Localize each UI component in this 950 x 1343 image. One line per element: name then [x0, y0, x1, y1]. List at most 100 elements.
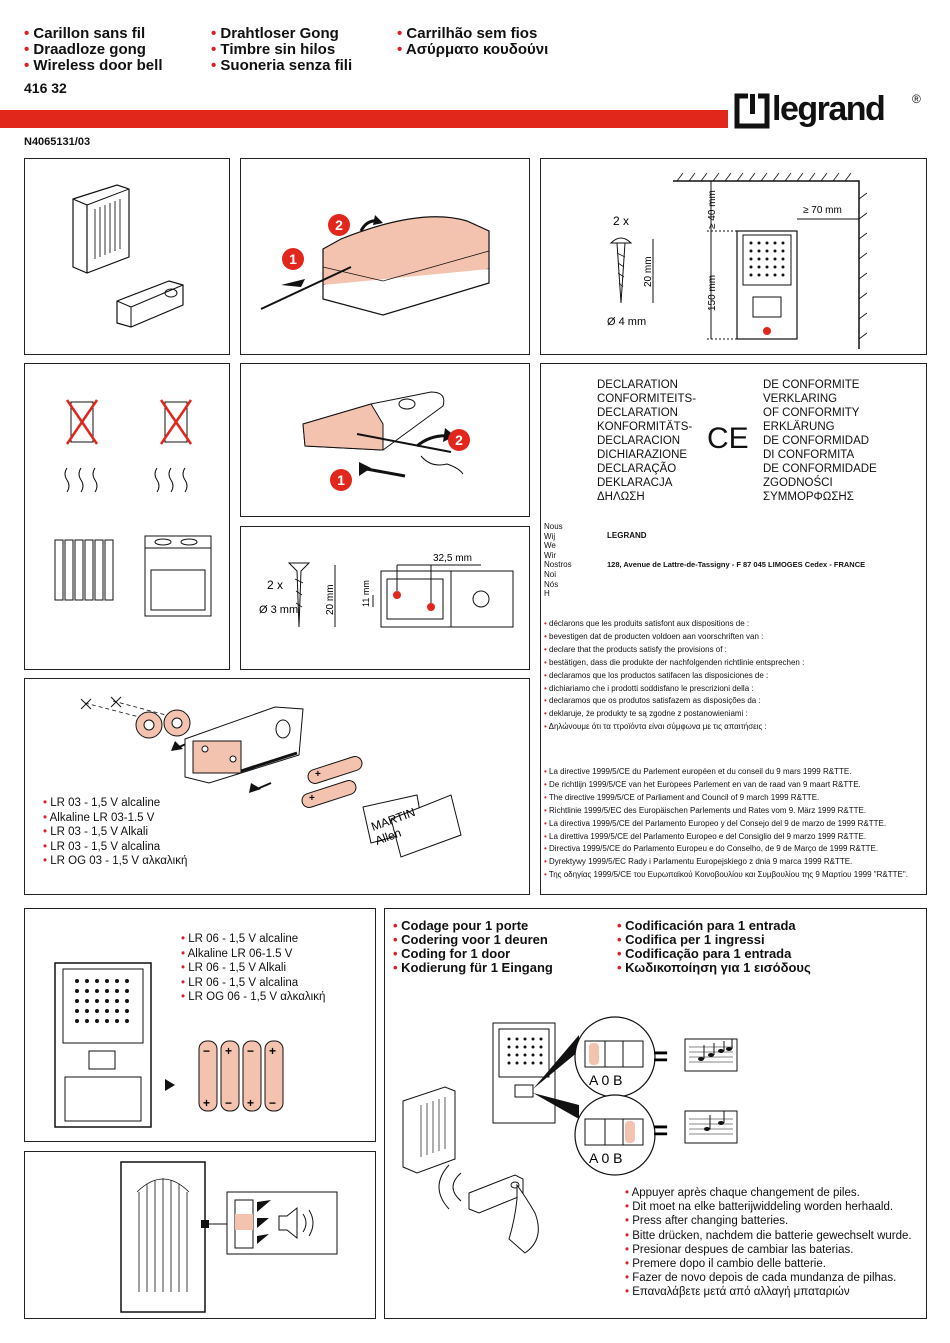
decl-l7: DEKLARACJA — [597, 477, 673, 489]
forbidden-x-icon — [65, 399, 193, 445]
directive-line: Dyrektywy 1999/5/EC Rady i Parlamentu Eu… — [544, 856, 908, 869]
screw-qty: 2 x — [267, 578, 283, 592]
title-en: Wireless door bell — [24, 58, 162, 74]
press-line: Επαναλάβετε μετά από αλλαγή μπαταριών — [625, 1285, 912, 1299]
declare-line: declaramos que os produtos satisfazem as… — [544, 695, 804, 708]
pronoun-list: Nous Wij We Wir Nostros Noi Nós H — [544, 522, 572, 599]
brand-mark: ® — [912, 92, 921, 106]
chime-battery-illustration: −+ −+ +− +− — [54, 962, 284, 1128]
declare-line: declaramos que los productos satifacen l… — [544, 670, 804, 683]
title-it: Suoneria senza fili — [211, 58, 352, 74]
screw-length: 20 mm — [325, 584, 336, 615]
declare-line: bestätigen, dass die produkte der nachfo… — [544, 657, 804, 670]
coding-title: Codificación para 1 entrada — [617, 919, 811, 933]
declare-line: Δηλώνουμε ότι τα ττροϊόντα είναι σύμφωνα… — [544, 721, 804, 734]
directive-line: Directiva 1999/5/CE do Parlamento Europe… — [544, 843, 908, 856]
declare-line: declare that the products satisfy the pr… — [544, 644, 804, 657]
open-button-illustration: 1 2 — [302, 391, 470, 491]
svg-text:+: + — [269, 1044, 276, 1058]
panel-declaration: DECLARATION CONFORMITEITS- DECLARATION K… — [540, 363, 927, 895]
equals-sign: = — [653, 1115, 668, 1145]
pronoun: Noi — [544, 569, 557, 579]
svg-text:−: − — [269, 1096, 276, 1110]
switch-labels-top: A 0 B — [589, 1072, 622, 1088]
press-line: Presionar despues de cambiar las bateria… — [625, 1243, 912, 1257]
chime-mounting-diagram: ≥ 40 mm 150 mm ≥ 70 mm 2 x 20 mm Ø 4 mm — [607, 172, 868, 349]
coding-title: Codifica per 1 ingressi — [617, 933, 811, 947]
pronoun: We — [544, 541, 556, 551]
declare-line: dichiariamo che i prodotti soddisfano le… — [544, 683, 804, 696]
decl-r8: ΣΥΜΜΟΡΦΩΣΗΣ — [763, 491, 854, 503]
press-line: Appuyer après chaque changement de piles… — [625, 1186, 912, 1200]
switch-labels-bottom: A 0 B — [589, 1150, 622, 1166]
panel-button-battery: + + MARTIN Allen LR 03 - 1,5 V alcaline … — [24, 678, 530, 895]
svg-text:−: − — [225, 1096, 232, 1110]
pronoun: Nous — [544, 522, 563, 531]
battery-spec: Alkaline LR 06-1.5 V — [181, 947, 325, 962]
decl-r4: DE CONFORMIDAD — [763, 435, 870, 447]
chime-battery-specs: LR 06 - 1,5 V alcaline Alkaline LR 06-1.… — [181, 932, 326, 1005]
title-pt: Carrilhão sem fios — [397, 26, 548, 42]
screw-diameter: Ø 3 mm — [259, 604, 298, 616]
svg-text:−: − — [247, 1044, 254, 1058]
panel-chime-mounting: ≥ 40 mm 150 mm ≥ 70 mm 2 x 20 mm Ø 4 mm — [540, 158, 927, 355]
battery-spec: LR 06 - 1,5 V alcaline — [181, 932, 325, 947]
button-battery-specs: LR 03 - 1,5 V alcaline Alkaline LR 03-1.… — [43, 796, 188, 869]
coding-title: Codering voor 1 deuren — [393, 933, 553, 947]
directive-list: La directive 1999/5/CE du Parlement euro… — [544, 766, 908, 882]
coding-illustration: A 0 B A 0 B = = — [402, 1016, 738, 1254]
screw-length: 20 mm — [643, 256, 654, 287]
battery-spec: LR 06 - 1,5 V Alkali — [181, 961, 325, 976]
decl-r0: DE CONFORMITE — [763, 379, 860, 391]
coding-col-1: Codage pour 1 porte Codering voor 1 deur… — [393, 919, 553, 975]
svg-text:+: + — [309, 793, 315, 804]
brand-name: legrand — [772, 90, 886, 128]
decl-r3: ERKLÄRUNG — [763, 421, 835, 433]
decl-l0: DECLARATION — [597, 379, 678, 391]
legrand-logo: legrand ® — [734, 90, 924, 132]
coding-title: Codage pour 1 porte — [393, 919, 553, 933]
coding-title: Coding for 1 door — [393, 947, 553, 961]
panel-button-mounting: 2 x 20 mm Ø 3 mm 32,5 mm 11 mm — [240, 526, 530, 670]
panel-volume — [24, 1151, 376, 1319]
battery-spec: LR OG 06 - 1,5 V αλκαλική — [181, 990, 325, 1005]
header-col-3: Carrilhão sem fios Ασύρματο κουδούνι — [397, 26, 548, 58]
header-col-2: Drahtloser Gong Timbre sin hilos Suoneri… — [211, 26, 352, 74]
svg-text:+: + — [247, 1096, 254, 1110]
screw-diameter: Ø 4 mm — [607, 316, 646, 328]
directive-line: La directiva 1999/5/CE del Parlamento Eu… — [544, 818, 908, 831]
hole-distance: 32,5 mm — [433, 553, 472, 564]
title-es: Timbre sin hilos — [211, 42, 352, 58]
press-line: Bitte drücken, nachdem die batterie gewe… — [625, 1229, 911, 1243]
button-battery-illustration: + + MARTIN Allen — [80, 696, 462, 858]
title-de: Drahtloser Gong — [211, 26, 352, 42]
pronoun: Nostros — [544, 560, 572, 570]
press-instructions: Appuyer après chaque changement de piles… — [625, 1186, 912, 1300]
battery-spec: LR 03 - 1,5 V Alkali — [43, 825, 187, 840]
pronoun: Wij — [544, 531, 556, 541]
decl-l4: DECLARACION — [597, 435, 681, 447]
panel-chime-battery: −+ −+ +− +− LR 06 - 1,5 V alcaline Alkal… — [24, 908, 376, 1142]
battery-spec: LR OG 03 - 1,5 V αλκαλική — [43, 854, 187, 869]
declaration-left: DECLARATION CONFORMITEITS- DECLARATION K… — [597, 378, 696, 504]
title-nl: Draadloze gong — [24, 42, 163, 58]
svg-text:−: − — [203, 1044, 210, 1058]
pronoun: Nós — [544, 579, 559, 589]
step-2-badge: 2 — [455, 432, 463, 448]
declare-line: bevestigen dat de producten voldoen aan … — [544, 631, 804, 644]
directive-line: The directive 1999/5/CE of Parliament an… — [544, 792, 908, 805]
product-code: 416 32 — [24, 80, 67, 96]
press-line: Premere dopo il cambio delle batterie. — [625, 1257, 912, 1271]
header-col-1: Carillon sans fil Draadloze gong Wireles… — [24, 26, 163, 74]
declare-line: déclarons que les produits satisfont aux… — [544, 618, 804, 631]
declare-line: deklaruje, że produkty te są zgodne z po… — [544, 708, 804, 721]
panel-open-button: 1 2 — [240, 363, 530, 517]
decl-r5: DI CONFORMITA — [763, 449, 855, 461]
svg-text:+: + — [225, 1044, 232, 1058]
declare-list: déclarons que les produits satisfont aux… — [544, 618, 805, 734]
decl-l6: DECLARAÇÃO — [597, 463, 677, 475]
ce-mark: CE — [707, 422, 749, 455]
decl-r6: DE CONFORMIDADE — [763, 463, 877, 475]
battery-spec: LR 03 - 1,5 V alcalina — [43, 840, 187, 855]
speaker-icon — [278, 1206, 298, 1240]
